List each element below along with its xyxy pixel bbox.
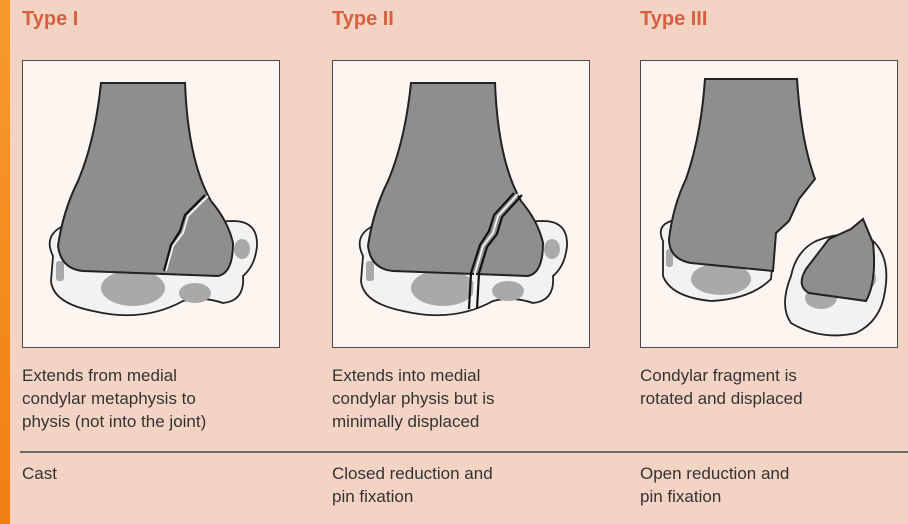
fracture-illustration-type-3	[641, 61, 897, 347]
treatment: Cast	[22, 462, 294, 485]
column-title: Type I	[22, 8, 78, 31]
treatment: Closed reduction and pin fixation	[332, 462, 604, 508]
description: Condylar fragment is rotated and displac…	[640, 364, 908, 410]
fracture-illustration-type-1	[23, 61, 279, 347]
column-type-2: Type II Extends into medial condylar phy…	[332, 0, 600, 524]
fracture-illustration-type-2	[333, 61, 589, 347]
column-title: Type III	[640, 8, 707, 31]
illustration-panel-type-1	[22, 60, 280, 348]
description: Extends from medial condylar metaphysis …	[22, 364, 294, 433]
row-divider	[20, 451, 908, 453]
treatment: Open reduction and pin fixation	[640, 462, 908, 508]
accent-stripe	[0, 0, 10, 524]
illustration-panel-type-3	[640, 60, 898, 348]
column-type-3: Type III Condylar fragment is rotated an…	[640, 0, 908, 524]
illustration-panel-type-2	[332, 60, 590, 348]
description: Extends into medial condylar physis but …	[332, 364, 604, 433]
column-type-1: Type I Extends from medial condylar meta…	[22, 0, 290, 524]
column-title: Type II	[332, 8, 394, 31]
